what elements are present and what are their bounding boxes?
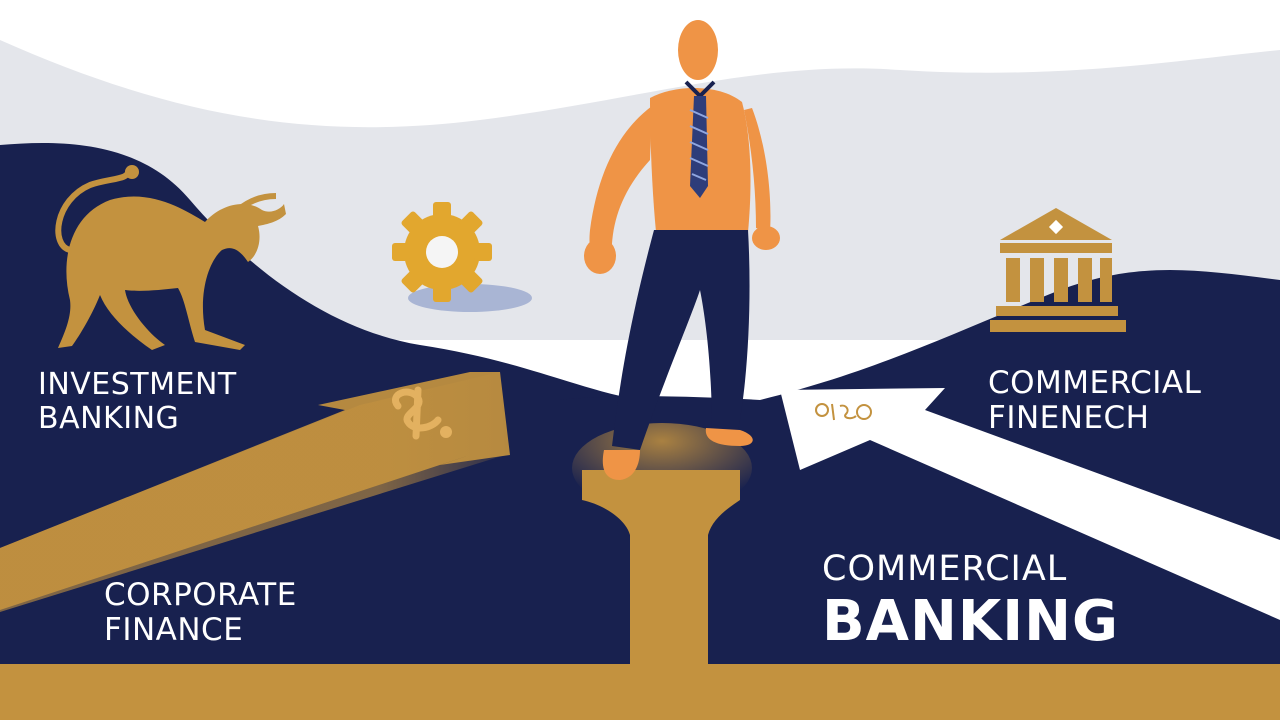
investment-banking-line-1: INVESTMENT [38, 367, 237, 402]
commercial-banking-line-1: COMMERCIAL [822, 549, 1068, 589]
commercial-banking-label: COMMERCIAL BANKING [822, 549, 1119, 655]
person-head [678, 20, 718, 80]
corporate-finance-line-2: FINANCE [104, 611, 244, 648]
commercial-fintech-line-2: FINENECH [988, 399, 1150, 436]
commercial-fintech-label: COMMERCIAL FINENECH [988, 366, 1201, 435]
gear-icon [392, 202, 532, 312]
gold-arrow-shade [0, 372, 505, 612]
commercial-fintech-line-1: COMMERCIAL [988, 365, 1202, 401]
corporate-finance-label: CORPORATE FINANCE [104, 578, 297, 647]
dollar-sign-icon [392, 386, 452, 440]
mist-background [0, 40, 1280, 340]
person-figure [584, 20, 780, 480]
corporate-finance-line-1: CORPORATE [104, 577, 297, 613]
ground-strip [0, 664, 1280, 720]
trousers [612, 230, 750, 450]
center-path [582, 470, 740, 664]
investment-banking-label: INVESTMENT BANKING [38, 368, 237, 435]
commercial-banking-line-2: BANKING [822, 589, 1119, 655]
bank-building-icon [990, 208, 1126, 332]
right-hill [640, 270, 1280, 720]
investment-banking-line-2: BANKING [38, 400, 180, 436]
white-arrow [780, 388, 1280, 620]
coin-symbol-icon [815, 403, 872, 421]
bull-icon [55, 165, 286, 350]
